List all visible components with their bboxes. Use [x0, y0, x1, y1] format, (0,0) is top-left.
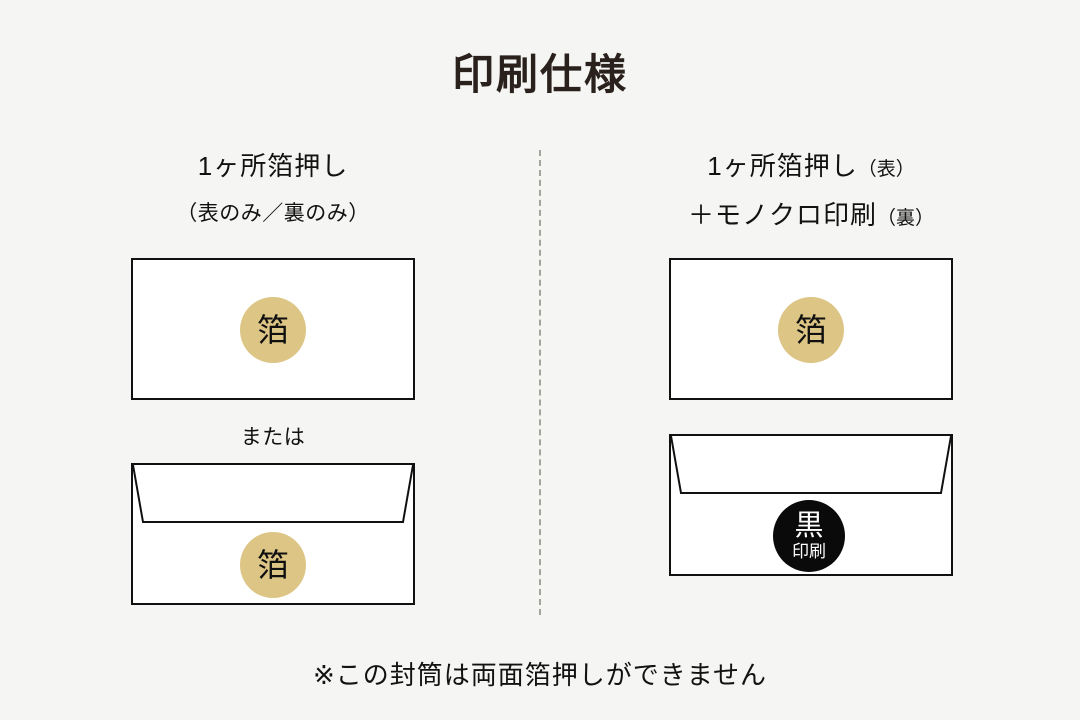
column-divider	[539, 150, 541, 615]
mono-print-stamp-glyph-sub: 印刷	[792, 542, 826, 561]
envelope-flap-icon	[133, 465, 413, 525]
foil-stamp-glyph: 箔	[256, 312, 289, 348]
column-left-heading-text: 1ヶ所箔押し	[197, 151, 349, 181]
foil-stamp-left-front: 箔	[240, 297, 306, 363]
column-right-subheading-text: ＋モノクロ印刷	[687, 199, 877, 230]
column-left-subheading: （表のみ／裏のみ）	[176, 201, 370, 225]
foil-stamp-right-front: 箔	[778, 297, 844, 363]
column-right-heading: 1ヶ所箔押し（表）	[601, 150, 1021, 183]
column-right-subheading: ＋モノクロ印刷（裏）	[601, 195, 1021, 232]
page-title: 印刷仕様	[451, 51, 628, 98]
foil-stamp-left-back: 箔	[240, 532, 306, 598]
foil-stamp-glyph: 箔	[794, 312, 827, 348]
mono-print-stamp-glyph: 黒	[794, 510, 824, 542]
column-right-heading-note: （表）	[857, 159, 915, 180]
column-right-heading-text: 1ヶ所箔押し	[707, 151, 858, 181]
or-label: または	[240, 426, 306, 449]
column-right: 1ヶ所箔押し（表） ＋モノクロ印刷（裏）	[601, 150, 1021, 232]
footer-note: ※この封筒は両面箔押しができません	[312, 660, 767, 690]
column-right-subheading-note: （裏）	[877, 207, 935, 229]
envelope-flap-icon	[671, 436, 951, 496]
column-left-heading: 1ヶ所箔押し	[63, 150, 483, 183]
column-left: 1ヶ所箔押し （表のみ／裏のみ）	[63, 150, 483, 227]
mono-print-stamp-right-back: 黒 印刷	[773, 500, 845, 572]
foil-stamp-glyph: 箔	[256, 547, 289, 583]
